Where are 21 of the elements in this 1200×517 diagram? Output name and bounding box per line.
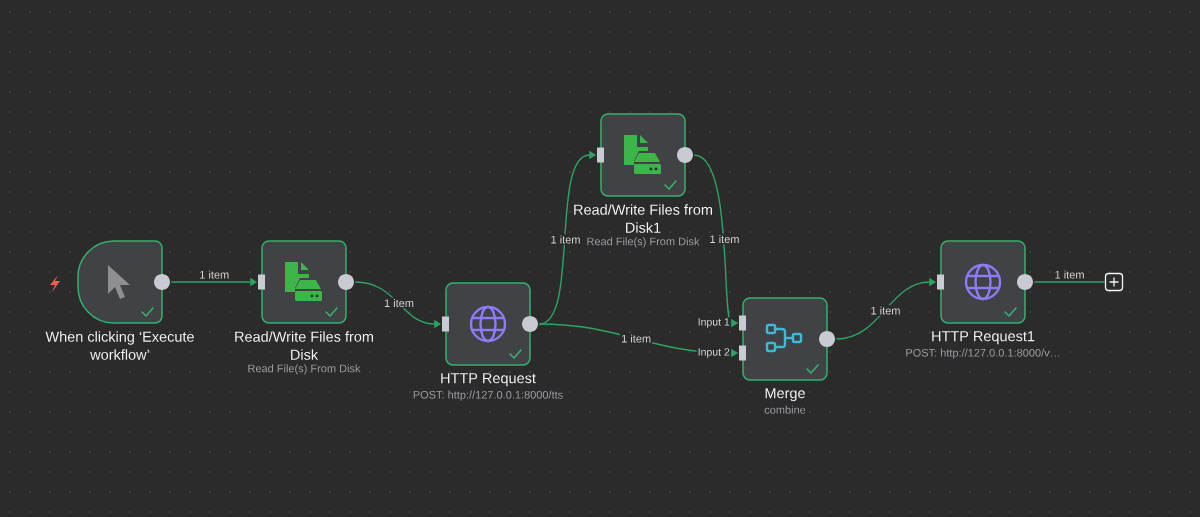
edge-label: 1 item <box>708 233 741 245</box>
node-title: Read/Write Files from Disk1 <box>574 204 712 233</box>
edge-label: 1 item <box>198 269 231 280</box>
edge-label: 1 item <box>869 305 902 316</box>
edge-label: 1 item <box>1053 269 1086 280</box>
node-title: When clicking ‘Execute workflow’ <box>45 331 194 360</box>
node-title: Merge <box>765 388 805 402</box>
node-subtitle: POST: http://127.0.0.1:8000/v… <box>906 348 1060 359</box>
node-subtitle: Read File(s) From Disk <box>248 364 361 375</box>
node-subtitle: POST: http://127.0.0.1:8000/tts <box>413 390 563 401</box>
edge-label: 1 item <box>619 333 653 344</box>
port-label: Input 1 <box>696 317 731 329</box>
node-subtitle: combine <box>764 405 806 414</box>
node-title: HTTP Request <box>441 373 536 387</box>
edge-label: 1 item <box>549 234 582 245</box>
port-label: Input 2 <box>696 347 731 359</box>
add-button <box>1104 272 1124 292</box>
node-title: HTTP Request1 <box>932 331 1035 345</box>
edge-label: 1 item <box>382 297 416 309</box>
node-title: Read/Write Files from Disk <box>235 331 373 360</box>
node-subtitle: Read File(s) From Disk <box>587 237 700 248</box>
